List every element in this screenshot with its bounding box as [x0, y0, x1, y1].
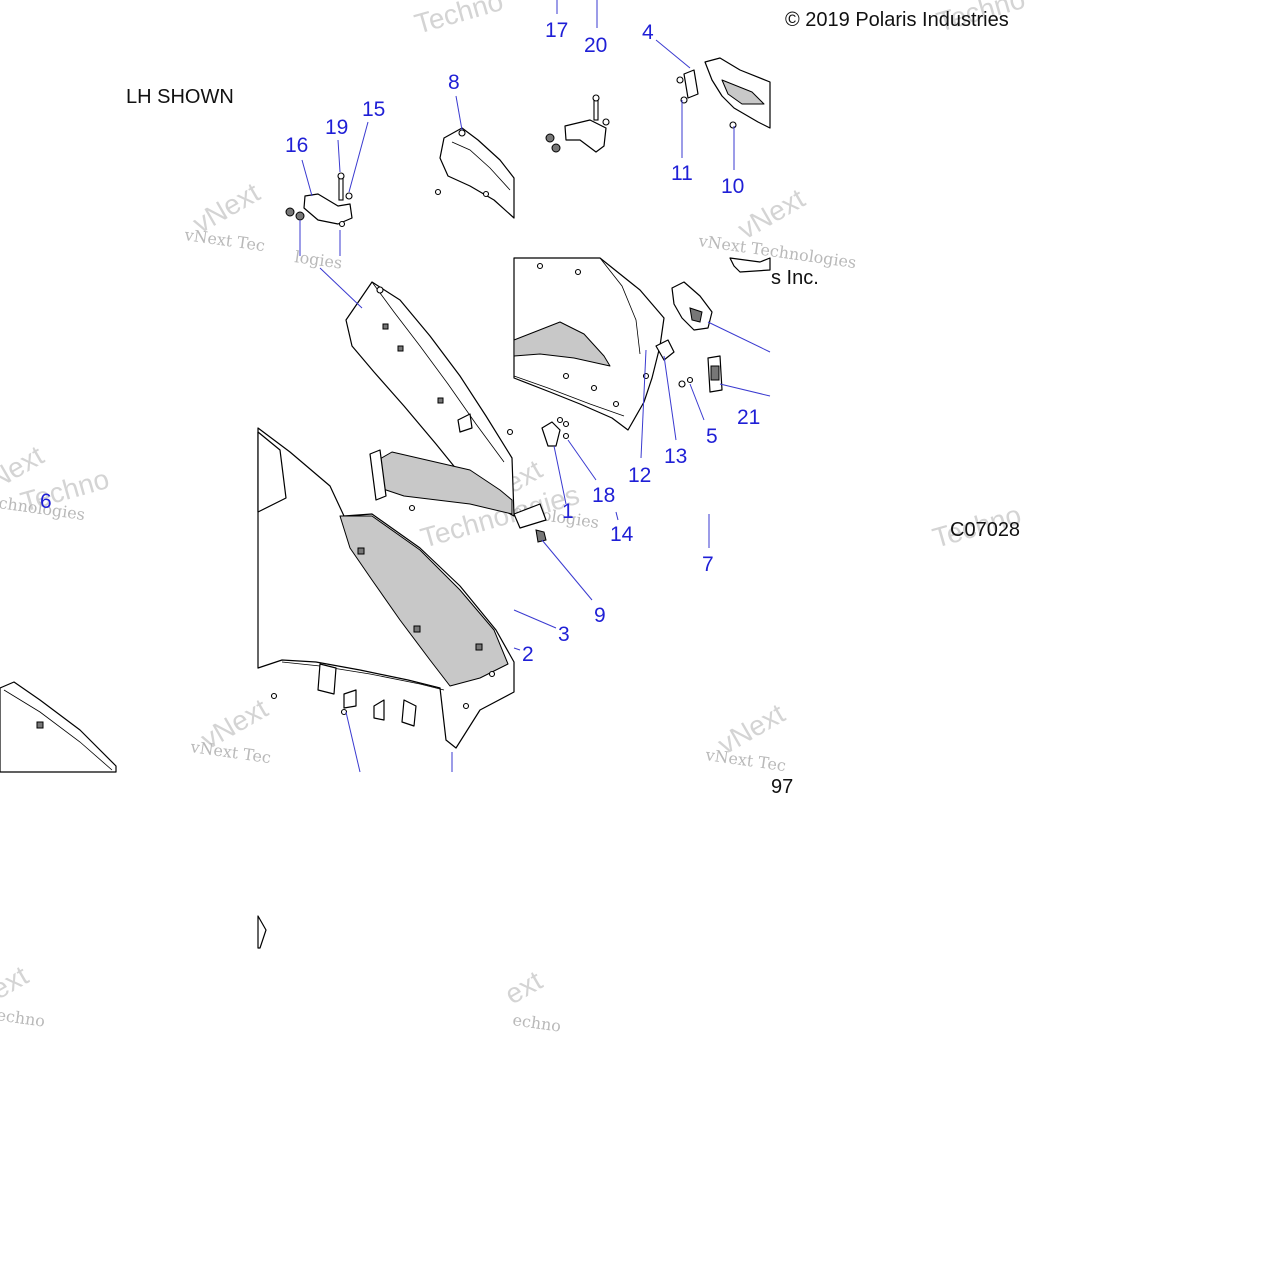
- diagram-labels: © 2019 Polaris Industries s Inc. LH SHOW…: [126, 9, 1020, 798]
- watermark-vnext-tec-lower-left: vNext Tec: [188, 737, 272, 767]
- upper-dash-panel-fragment: [434, 127, 515, 219]
- left-hinge-bracket-assembly: [285, 172, 353, 228]
- watermark-vnext-tec-lower-right: vNext Tec: [703, 745, 787, 775]
- callout-numbers: 17 20 4 8 19 15 16 11 10 21 5 13 12 18 1…: [40, 19, 760, 666]
- watermark-ext-bottom-left: ext: [0, 960, 34, 1006]
- watermark-echno-bottom-center: echno: [511, 1010, 562, 1036]
- parts-artwork: [0, 57, 771, 949]
- right-latch-assembly: [655, 281, 723, 393]
- fastener-item-9: [513, 503, 547, 543]
- leader-lines: [299, 0, 771, 773]
- side-panel-lower: [257, 427, 515, 749]
- bottom-panel-edge: [257, 915, 267, 949]
- view-note-lh-shown: LH SHOWN: [126, 86, 234, 108]
- upper-center-hinge-bracket: [545, 94, 610, 153]
- watermark-vnext-technologies-right: vNext Technologies: [696, 231, 857, 272]
- callout-4: 4: [642, 21, 654, 44]
- callout-19: 19: [325, 116, 348, 139]
- callout-8: 8: [448, 71, 460, 94]
- watermark-echno-bottom-left: echno: [0, 1005, 46, 1031]
- callout-6: 6: [40, 490, 52, 513]
- watermark-ext-bottom-center: ext: [500, 965, 548, 1011]
- callout-11: 11: [671, 162, 693, 185]
- right-upper-bracket-fragment: [729, 257, 771, 273]
- watermark-vnext-tec-left: vNext Tec: [182, 225, 266, 255]
- top-right-mount-bracket: [676, 57, 771, 129]
- copyright-fragment: s Inc.: [771, 267, 819, 289]
- callout-10: 10: [721, 175, 744, 198]
- watermark-technologies-top: Techno: [411, 0, 506, 40]
- figure-code: C07028: [950, 519, 1020, 541]
- callout-5: 5: [706, 425, 718, 448]
- far-left-panel-fragment: [0, 681, 117, 773]
- callout-16: 16: [285, 134, 308, 157]
- callout-3: 3: [558, 623, 570, 646]
- callout-21: 21: [737, 406, 760, 429]
- callout-7: 7: [702, 553, 714, 576]
- callout-14: 14: [610, 523, 634, 546]
- callout-2: 2: [522, 643, 534, 666]
- page-fragment-97: 97: [771, 776, 793, 798]
- callout-1: 1: [562, 500, 574, 523]
- watermark-layer: Techno Techno vNext vNext Tec logies vNe…: [0, 0, 1028, 1036]
- center-front-panel: [513, 257, 665, 431]
- side-panel-upper: [345, 281, 515, 517]
- callout-12: 12: [628, 464, 651, 487]
- callout-9: 9: [594, 604, 606, 627]
- watermark-logies-left: logies: [293, 247, 343, 272]
- copyright-notice: © 2019 Polaris Industries: [785, 9, 1009, 31]
- callout-20: 20: [584, 34, 607, 57]
- small-clip-bracket: [541, 416, 570, 447]
- callout-18: 18: [592, 484, 615, 507]
- callout-13: 13: [664, 445, 687, 468]
- callout-15: 15: [362, 98, 385, 121]
- callout-17: 17: [545, 19, 568, 42]
